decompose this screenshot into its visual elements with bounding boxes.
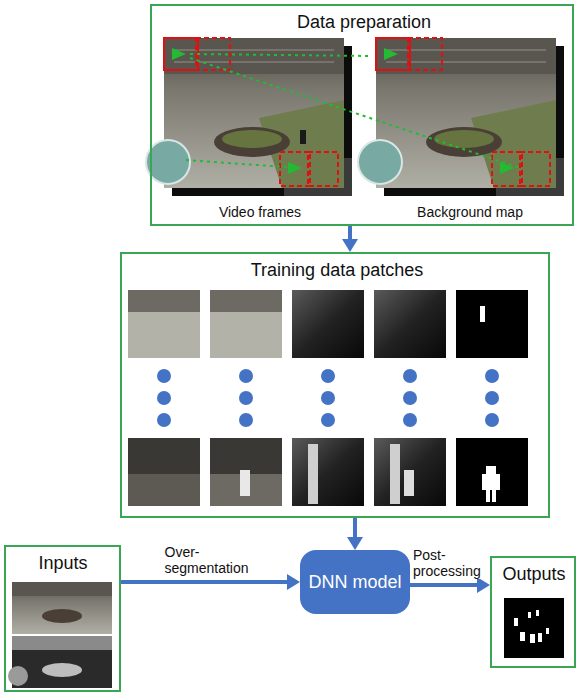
section-box: Data preparationVideo frames Background m… — [150, 4, 574, 226]
edge-label: Post- processing — [411, 547, 489, 579]
arrow-head — [287, 574, 300, 590]
arrow-shaft — [121, 580, 288, 584]
motion-line — [190, 58, 520, 168]
arrow-shaft — [348, 226, 352, 240]
flow-arrow — [121, 574, 300, 590]
model-box: DNN model — [300, 550, 410, 614]
flow-arrow — [410, 577, 490, 593]
model-label: DNN model — [308, 572, 401, 593]
section-box: Training data patches — [120, 252, 550, 518]
arrow-head — [342, 239, 358, 252]
flow-arrow — [342, 226, 358, 252]
section-box: Inputs — [4, 545, 121, 692]
arrow-head — [477, 577, 490, 593]
section-title: Inputs — [38, 553, 87, 574]
background-map — [358, 38, 564, 196]
section-box: Outputs — [490, 556, 576, 668]
patch-grid — [128, 290, 528, 506]
arrow-head — [347, 537, 363, 550]
section-title: Data preparation — [297, 12, 431, 33]
section-title: Outputs — [502, 564, 565, 585]
flow-arrow — [347, 518, 363, 550]
output-mask — [504, 598, 564, 658]
arrow-shaft — [353, 518, 357, 538]
input-images — [8, 582, 112, 688]
section-title: Training data patches — [251, 260, 423, 281]
arrow-shaft — [410, 583, 478, 587]
motion-line — [186, 160, 300, 168]
edge-label: Over- segmentation — [163, 544, 259, 576]
person — [300, 130, 306, 144]
image-caption: Video frames — [219, 204, 301, 220]
motion-line — [190, 54, 372, 56]
video-frame — [146, 38, 352, 196]
image-caption: Background map — [417, 204, 523, 220]
